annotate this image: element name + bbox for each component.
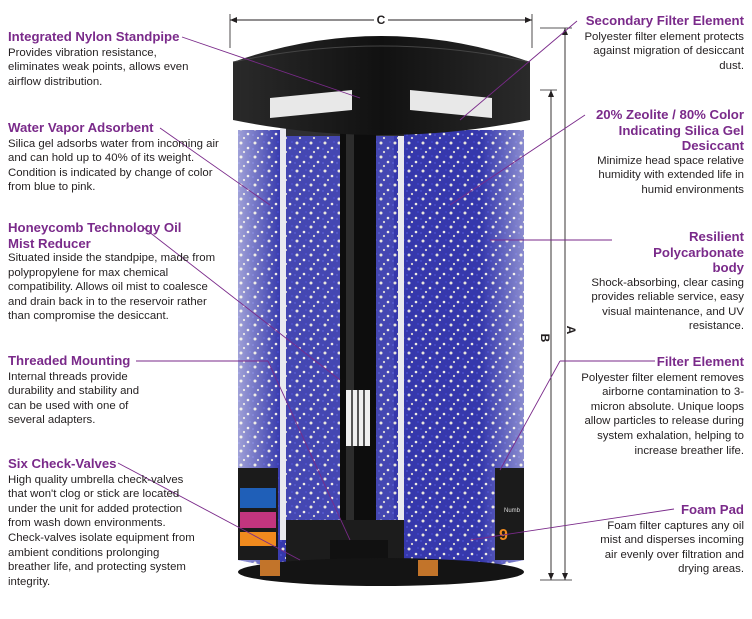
callout-standpipe: Integrated Nylon Standpipe Provides vibr…	[8, 29, 198, 89]
callout-water-vapor: Water Vapor Adsorbent Silica gel adsorbs…	[8, 120, 220, 195]
callout-text: Shock-absorbing, clear casing provides r…	[591, 276, 744, 333]
callout-text: Polyester filter element removes airborn…	[581, 371, 744, 457]
leader-line	[469, 508, 675, 541]
leader-line	[267, 360, 351, 541]
callout-text: Foam filter captures any oil mist and di…	[600, 519, 744, 576]
leader-lines	[117, 20, 675, 561]
dimension-b-label: B	[538, 334, 552, 343]
callout-title: Resilient Polycarbonate body	[653, 229, 744, 275]
callout-text: High quality umbrella check-valves that …	[8, 473, 195, 588]
leader-line	[459, 20, 578, 121]
callout-title: Threaded Mounting	[8, 353, 131, 368]
leader-line	[117, 462, 301, 561]
callout-foam-pad: Foam Pad Foam filter captures any oil mi…	[594, 502, 744, 577]
callout-desiccant: 20% Zeolite / 80% Color Indicating Silic…	[574, 107, 744, 197]
callout-title: Six Check-Valves	[8, 456, 117, 471]
leader-line	[449, 114, 586, 206]
callout-title: Filter Element	[656, 354, 744, 369]
callout-filter-element: Filter Element Polyester filter element …	[569, 354, 744, 458]
callout-title: Honeycomb Technology Oil Mist Reducer	[8, 220, 182, 251]
callout-text: Silica gel adsorbs water from incoming a…	[8, 137, 219, 194]
callout-title: Integrated Nylon Standpipe	[8, 29, 180, 44]
leader-line	[181, 36, 361, 99]
top-cap	[232, 36, 531, 135]
callout-check-valves: Six Check-Valves High quality umbrella c…	[8, 456, 203, 589]
callout-honeycomb: Honeycomb Technology Oil Mist Reducer Si…	[8, 220, 220, 324]
callout-text: Internal threads provide durability and …	[8, 370, 140, 427]
bottom-base	[238, 558, 524, 586]
dimension-c-label: C	[377, 13, 386, 27]
callout-text: Polyester filter element protects agains…	[584, 30, 744, 72]
dimension-a-b: A B	[538, 27, 578, 581]
honeycomb-insert	[346, 390, 370, 446]
callout-text: Minimize head space relative humidity wi…	[597, 154, 744, 196]
label-text: Numb	[504, 508, 521, 514]
callout-text: Provides vibration resistance, eliminate…	[8, 46, 189, 88]
label-text: 9	[499, 527, 508, 544]
leader-line	[159, 127, 271, 206]
callout-text: Situated inside the standpipe, made from…	[8, 252, 216, 323]
leader-line	[499, 360, 561, 471]
callout-title: 20% Zeolite / 80% Color Indicating Silic…	[595, 107, 744, 153]
callout-title: Foam Pad	[680, 502, 744, 517]
callout-title: Secondary Filter Element	[585, 13, 744, 28]
callout-secondary-filter: Secondary Filter Element Polyester filte…	[572, 13, 744, 73]
callout-polycarbonate: Resilient Polycarbonate body Shock-absor…	[569, 229, 744, 334]
dimension-c: C	[229, 12, 533, 48]
dimension-a-label: A	[564, 326, 578, 335]
callout-threaded-mounting: Threaded Mounting Internal threads provi…	[8, 353, 148, 428]
leader-line	[143, 227, 341, 381]
cutaway-section	[280, 95, 404, 584]
callout-title: Water Vapor Adsorbent	[8, 120, 154, 135]
